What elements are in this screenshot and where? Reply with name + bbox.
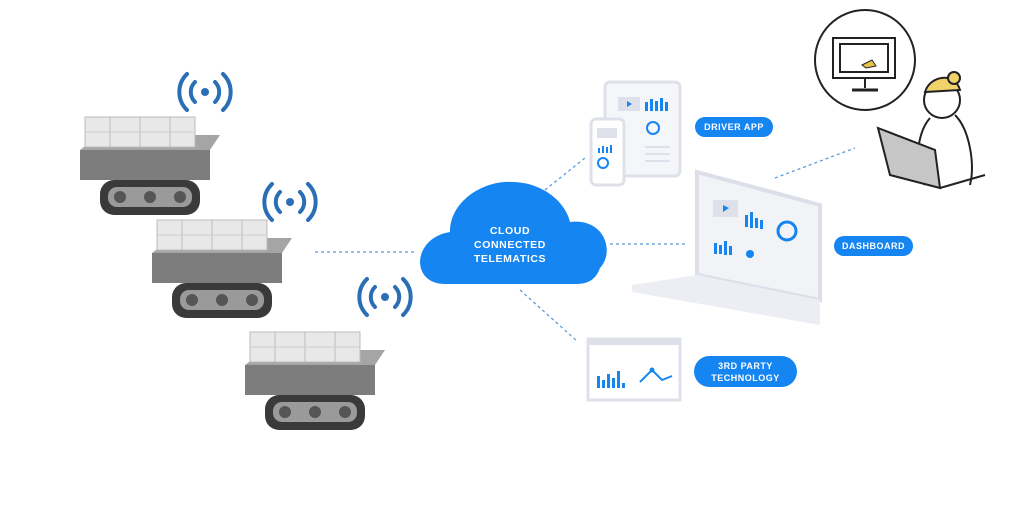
dashboard-label: DASHBOARD xyxy=(834,236,913,256)
driver-app-label: DRIVER APP xyxy=(695,117,773,137)
third-party-line: 3RD PARTY xyxy=(718,360,773,371)
robot-1 xyxy=(79,116,221,216)
cloud-label: CLOUD CONNECTED TELEMATICS xyxy=(455,224,565,266)
connection-lines xyxy=(315,147,856,343)
person-at-laptop-illustration xyxy=(814,9,986,190)
cloud-label-line: TELEMATICS xyxy=(473,253,547,265)
robot-3 xyxy=(244,331,386,431)
browser-window-icon xyxy=(586,337,682,402)
laptop-icon xyxy=(632,169,822,325)
cloud-label-line: CONNECTED xyxy=(474,239,546,251)
wifi-signal-icon xyxy=(357,277,413,317)
wifi-signal-icon xyxy=(262,182,318,222)
robot-2 xyxy=(151,219,293,319)
phone-icon xyxy=(589,117,626,187)
wifi-signal-icon xyxy=(177,72,233,112)
third-party-line: TECHNOLOGY xyxy=(711,372,780,383)
third-party-technology-label: 3RD PARTY TECHNOLOGY xyxy=(694,356,797,387)
cloud-label-line: CLOUD xyxy=(489,225,531,237)
cloud-icon xyxy=(420,181,607,284)
